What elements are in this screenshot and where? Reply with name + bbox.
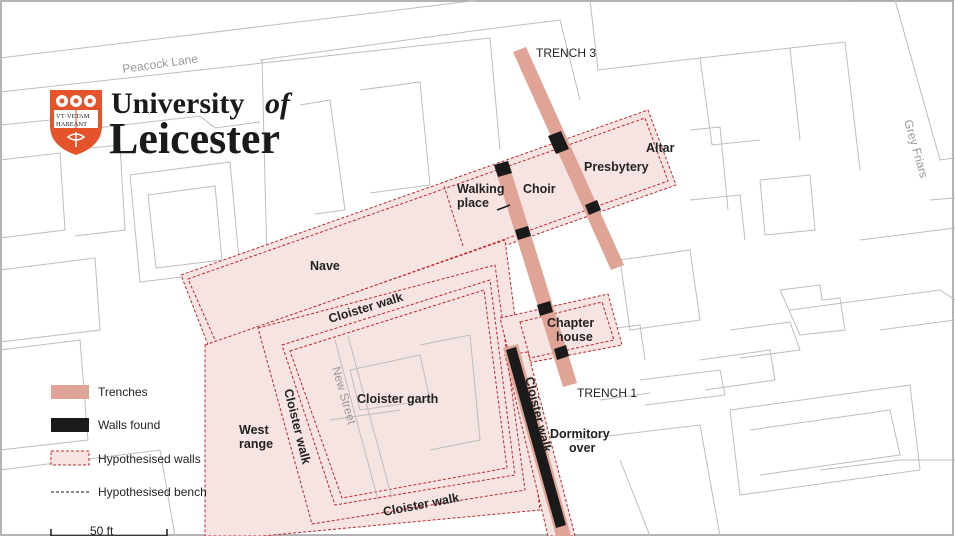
garth-buildings	[329, 334, 481, 501]
legend-label-hypothesised-walls: Hypothesised walls	[98, 452, 201, 466]
church-outline	[180, 109, 677, 351]
logo-leicester: Leicester	[109, 114, 280, 163]
wall-found	[554, 345, 569, 360]
label-choir: Choir	[523, 182, 556, 196]
choir-screen-line	[443, 185, 464, 247]
chapter-house-inner	[519, 301, 615, 359]
label-walking-place-1: Walking	[457, 182, 504, 196]
legend-swatch-hypothesised-walls	[50, 450, 90, 466]
scale-bar-label: 50 ft	[90, 524, 114, 536]
wall-found	[548, 131, 569, 154]
label-cloister-garth: Cloister garth	[357, 392, 438, 406]
legend-label-trenches: Trenches	[98, 385, 148, 399]
logo-of: of	[265, 87, 293, 120]
wall-found	[496, 204, 511, 211]
street-label-grey-friars: Grey Friars	[901, 118, 931, 180]
logo-university: University	[111, 87, 244, 120]
wall-found	[515, 226, 531, 240]
legend-label-walls-found: Walls found	[98, 418, 160, 432]
wall-found	[506, 347, 566, 528]
trench-1	[494, 161, 577, 387]
street-label-peacock-lane: Peacock Lane	[121, 51, 199, 75]
walls-found	[494, 131, 601, 528]
label-nave: Nave	[310, 259, 340, 273]
label-dormitory-1: Dormitory	[550, 427, 610, 441]
legend-label-hypothesised-bench: Hypothesised bench	[98, 485, 207, 499]
label-trench-1: TRENCH 1	[577, 386, 637, 400]
label-west-range-1: West	[239, 423, 269, 437]
label-walking-place-2: place	[457, 196, 489, 210]
wall-found	[585, 200, 601, 215]
label-altar: Altar	[646, 141, 675, 155]
label-trench-3: TRENCH 3	[536, 46, 596, 60]
scale-bar: 50 ft	[50, 524, 168, 536]
hypothesised-walls	[180, 109, 677, 536]
cloister-block	[204, 239, 541, 536]
logo-motto-bottom: HABEANT	[56, 121, 87, 128]
label-chapter-house-2: house	[556, 330, 593, 344]
university-logo: VT·VETAM HABEANT University of Leicester	[50, 87, 293, 163]
legend: Trenches Walls found Hypothesised walls …	[50, 385, 207, 536]
wall-found	[537, 301, 553, 316]
cloister-walk-outer	[257, 264, 526, 525]
legend-swatch-walls-found	[51, 418, 89, 432]
trench-3	[513, 47, 624, 270]
logo-motto-top: VT·VETAM	[56, 113, 90, 120]
label-presbytery: Presbytery	[584, 160, 649, 174]
cloister-garth-inner	[289, 289, 508, 499]
cloister-garth-outline	[281, 279, 516, 506]
church-inner-outline	[187, 117, 669, 343]
label-dormitory-2: over	[569, 441, 596, 455]
label-chapter-house-1: Chapter	[547, 316, 594, 330]
shield-icon: VT·VETAM HABEANT	[50, 90, 102, 155]
legend-swatch-trenches	[51, 385, 89, 399]
wall-found	[494, 161, 512, 177]
label-west-range-2: range	[239, 437, 273, 451]
